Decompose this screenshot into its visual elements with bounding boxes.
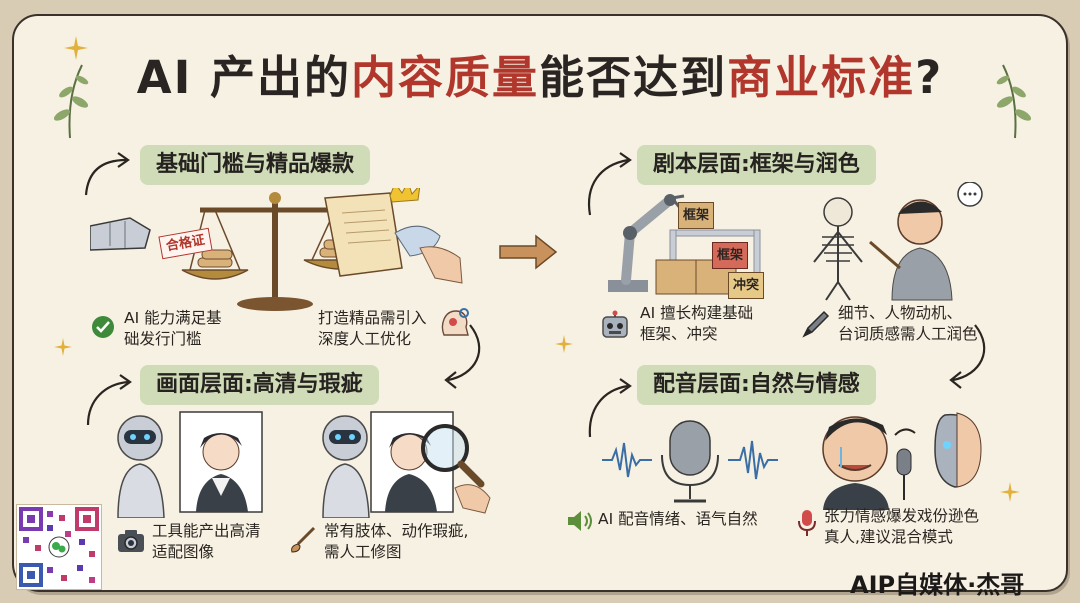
- right-arrow-icon: [499, 234, 558, 270]
- script-caption-left: AI 擅长构建基础 框架、冲突: [640, 304, 754, 343]
- camera-icon: [118, 530, 144, 552]
- microphone-icon: [798, 510, 816, 536]
- brand-signature: AIP自媒体·杰哥: [850, 571, 1025, 599]
- curved-arrow-icon: [949, 324, 986, 389]
- script-block-3: 冲突: [728, 272, 765, 299]
- audio-caption-right: 张力情感爆发戏份逊色 真人,建议混合模式: [824, 507, 980, 546]
- script-block-2: 框架: [712, 242, 749, 269]
- robot-magnifier-illustration: [322, 411, 491, 518]
- title-part-dark: ?: [915, 51, 944, 104]
- curved-arrow-icon: [86, 374, 132, 426]
- script-caption-right: 细节、人物动机、 台词质感需人工润色: [838, 304, 978, 343]
- speaker-icon: [568, 511, 592, 531]
- section-basic-heading: 基础门槛与精品爆款: [140, 145, 371, 185]
- qr-code: [16, 504, 102, 590]
- title-part-dark: AI 产出的: [136, 51, 352, 104]
- skeleton-artist-illustration: [813, 182, 983, 301]
- curved-arrow-icon: [84, 152, 130, 196]
- brush-icon: [291, 526, 316, 553]
- script-block-1: 框架: [678, 202, 715, 229]
- leaf-decoration-left-icon: [53, 64, 89, 139]
- visual-caption-left: 工具能产出高清 适配图像: [152, 522, 261, 561]
- sparkle-icon: [555, 335, 573, 353]
- check-icon: [92, 316, 114, 338]
- section-audio-heading: 配音层面:自然与情感: [637, 365, 876, 405]
- curved-arrow-icon: [587, 152, 632, 216]
- sparkle-icon: [1000, 482, 1020, 502]
- audio-caption-left: AI 配音情绪、语气自然: [598, 510, 758, 528]
- leaf-decoration-right-icon: [996, 64, 1032, 139]
- section-script-heading: 剧本层面:框架与润色: [637, 145, 876, 185]
- title-part-red: 内容质量: [351, 51, 540, 104]
- balance-scale-illustration: [90, 188, 463, 311]
- curved-arrow-icon: [444, 324, 481, 389]
- microphone-waveform-illustration: [602, 420, 778, 503]
- page-title: AI 产出的内容质量能否达到商业标准?: [0, 48, 1080, 108]
- section-visual-heading: 画面层面:高清与瑕疵: [140, 365, 379, 405]
- visual-caption-right: 常有肢体、动作瑕疵, 需人工修图: [324, 522, 469, 561]
- sparkle-icon: [64, 36, 88, 60]
- title-part-dark: 能否达到: [539, 51, 728, 104]
- curved-arrow-icon: [588, 378, 632, 438]
- title-part-red: 商业标准: [727, 51, 916, 104]
- actor-robot-face-illustration: [822, 412, 982, 510]
- robot-portrait-illustration: [117, 411, 263, 518]
- robot-icon: [602, 310, 628, 338]
- basic-caption-right: 打造精品需引入 深度人工优化: [318, 309, 427, 348]
- sparkle-icon: [54, 338, 72, 356]
- basic-caption-left: AI 能力满足基 础发行门槛: [124, 309, 222, 348]
- brain-gear-icon: [441, 308, 469, 336]
- pen-icon: [802, 310, 830, 338]
